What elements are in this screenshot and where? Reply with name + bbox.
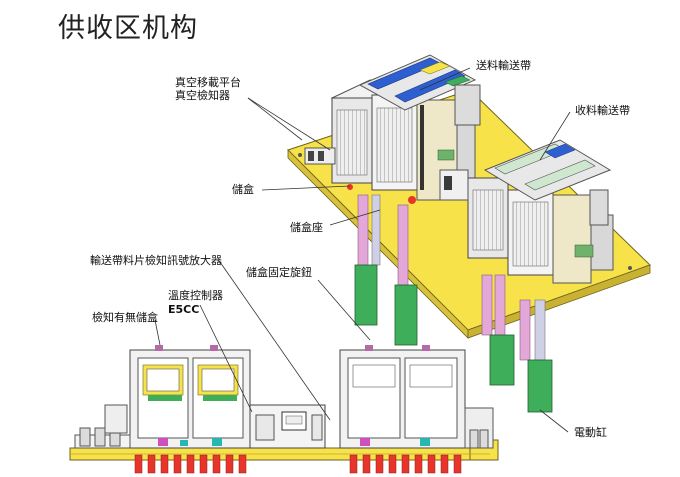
label-feed-belt: 送料輸送帶 [476,59,531,72]
label-box-clamp-knob: 儲盒固定旋鈕 [246,266,312,279]
collect-conveyor [483,139,612,226]
label-belt-sensor-amp: 輸送帶料片檢知訊號放大器 [90,254,222,267]
label-temp-controller: 溫度控制器 [168,289,223,302]
upper-cylinders [354,194,553,413]
label-collect-belt: 收料輸送帶 [575,104,630,117]
label-platform-line1: 真空移載平台 [175,76,241,89]
label-cylinder: 電動缸 [574,426,607,439]
leader-lines [154,67,571,433]
label-box-seat: 儲盒座 [290,221,323,234]
storage-boxes-left [330,79,476,204]
label-platform-line2: 真空檢知器 [175,89,230,102]
lower-right-parts [464,407,494,449]
feed-conveyor [358,54,481,126]
lower-cabinet-right [339,345,466,449]
label-temp-model: E5CC [168,303,200,316]
page-title: 供收区机构 [58,13,198,44]
lower-cabinet-left [129,345,251,449]
storage-boxes-right [439,169,614,284]
label-box-presence-sensor: 檢知有無儲盒 [92,311,158,324]
label-storage-box: 儲盒 [232,183,254,196]
lower-left-parts [74,404,131,449]
heater-pins [134,454,462,474]
sensor-cluster [304,147,336,165]
temperature-controller-box [249,404,326,449]
